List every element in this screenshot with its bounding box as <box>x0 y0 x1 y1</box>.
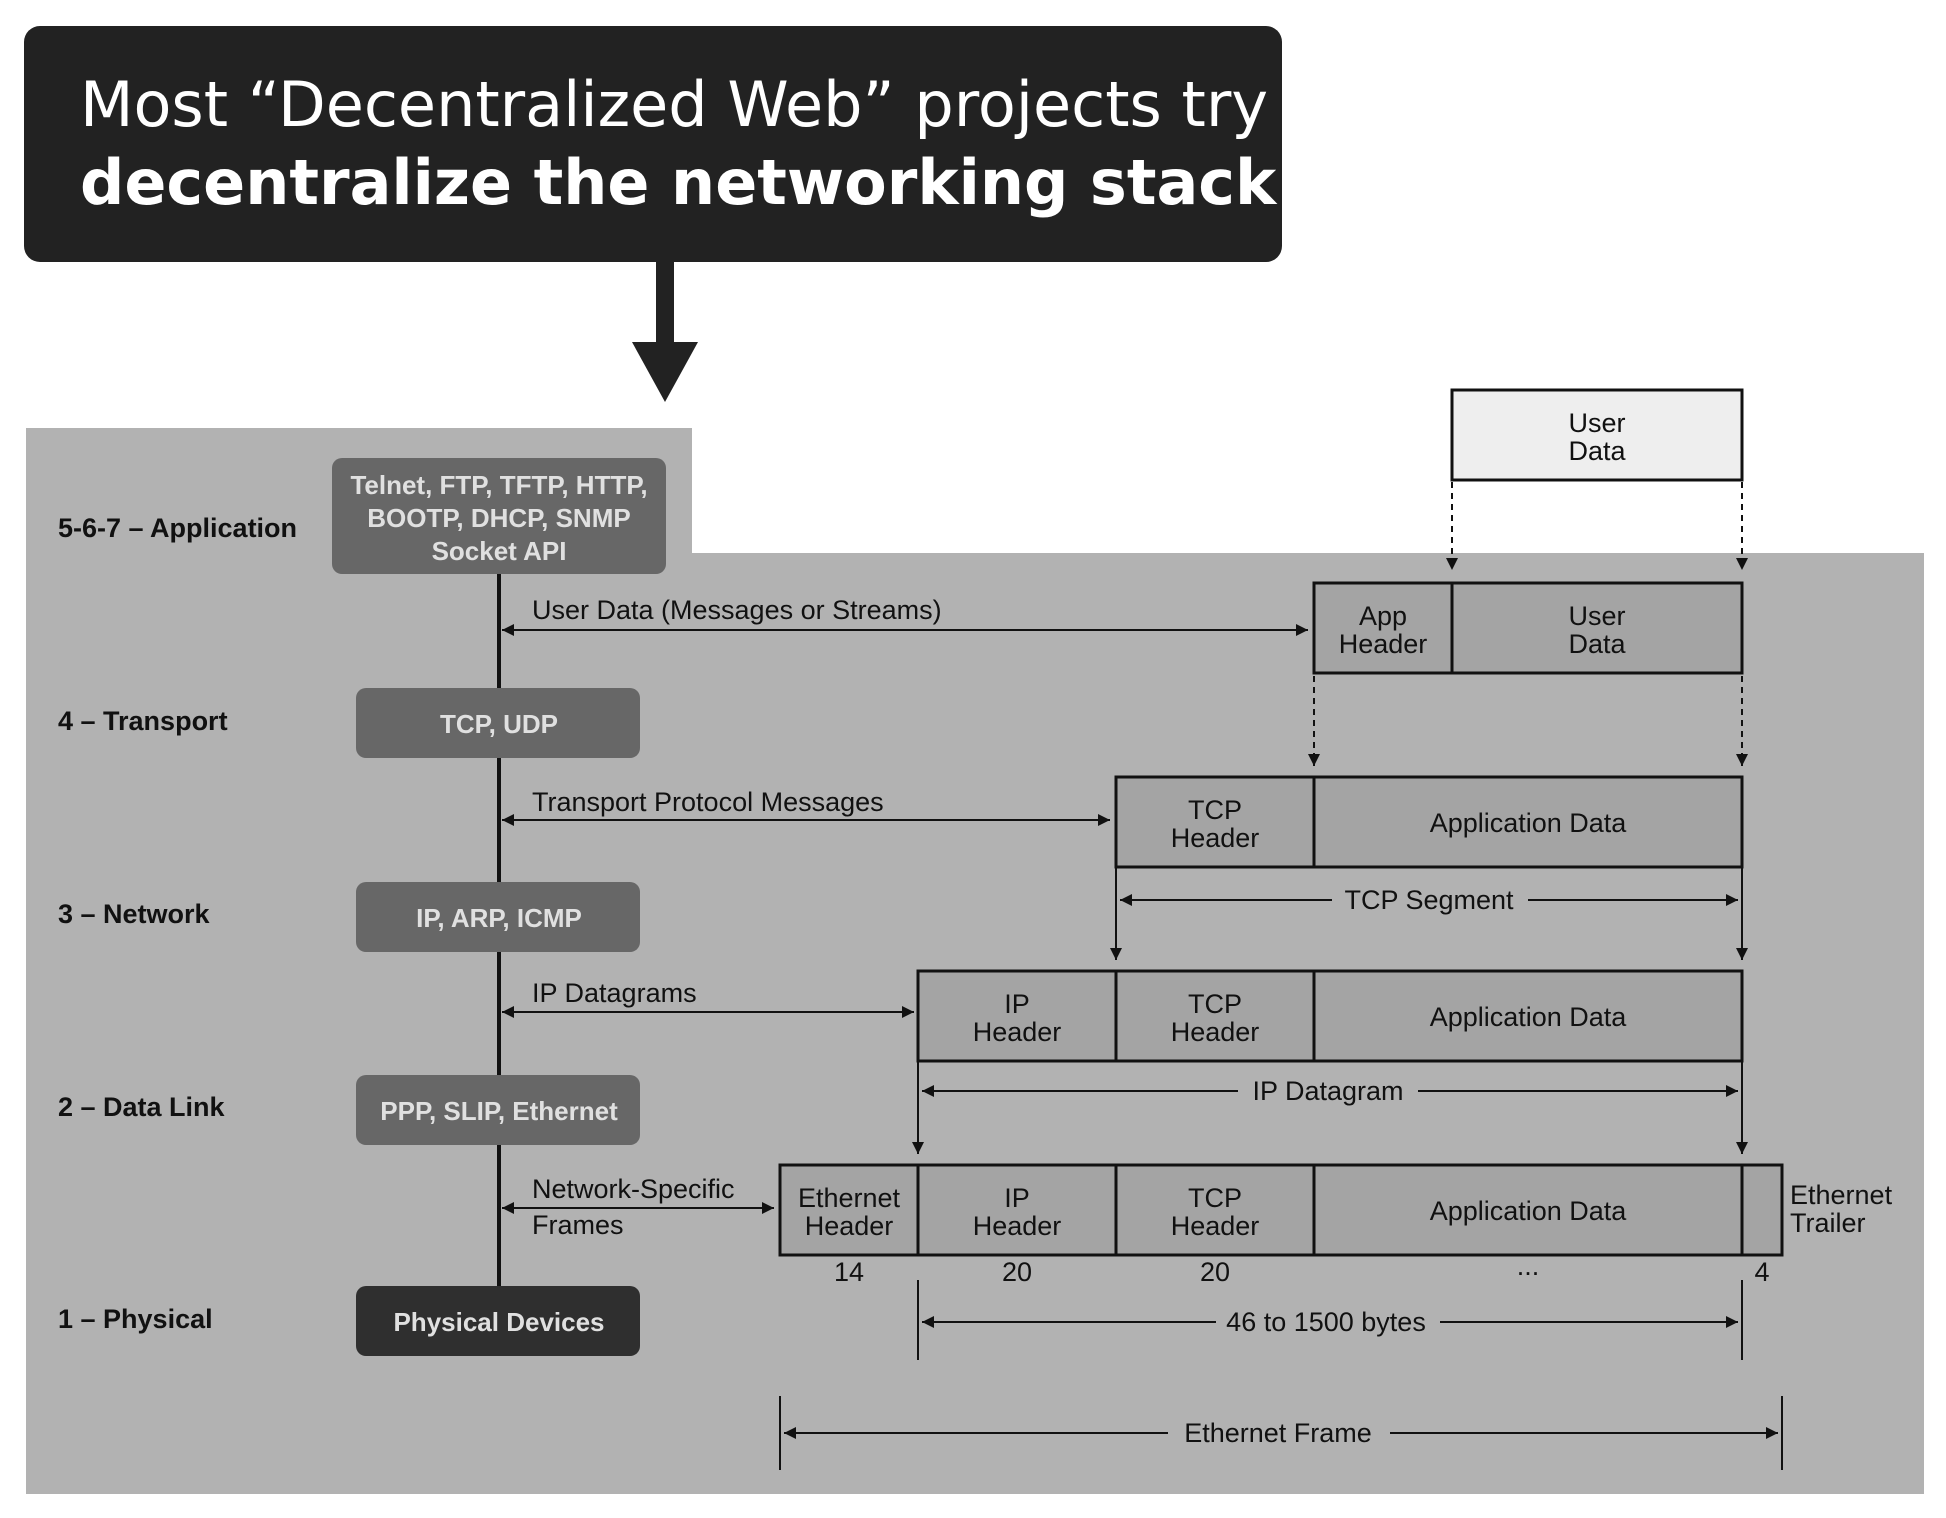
callout-line-1: Most “Decentralized Web” projects try to <box>80 68 1351 141</box>
user-data-line-1: User <box>1568 408 1625 438</box>
row1-user-data-line-1: User <box>1568 601 1625 631</box>
protocol-network-text: IP, ARP, ICMP <box>416 903 582 933</box>
protocol-physical-text: Physical Devices <box>393 1307 604 1337</box>
row2-application-data: Application Data <box>1430 808 1628 838</box>
row4-tcp-header-line-1: TCP <box>1188 1183 1242 1213</box>
row4-eth-header-line-1: Ethernet <box>798 1183 901 1213</box>
row2-tcp-header-line-1: TCP <box>1188 795 1242 825</box>
row3-tcp-header-line-2: Header <box>1171 1017 1260 1047</box>
row4-application-data: Application Data <box>1430 1196 1628 1226</box>
tcp-segment-row: TCP Header Application Data <box>1114 775 1744 869</box>
layer-physical: 1 – Physical <box>58 1304 213 1334</box>
ethernet-frame-label: Ethernet Frame <box>1184 1418 1372 1448</box>
layer-application: 5-6-7 – Application <box>58 513 297 543</box>
protocol-app-line-3: Socket API <box>432 536 567 566</box>
ip-datagram-row: IP Header TCP Header Application Data <box>916 969 1744 1063</box>
size-eth-header: 14 <box>834 1257 864 1287</box>
callout-banner: Most “Decentralized Web” projects try to… <box>24 26 1351 262</box>
message-network: IP Datagrams <box>502 978 914 1018</box>
app-header-line-2: Header <box>1339 629 1428 659</box>
size-ip-header: 20 <box>1002 1257 1032 1287</box>
layer-datalink: 2 – Data Link <box>58 1092 226 1122</box>
message-datalink: Network-Specific Frames <box>502 1174 774 1240</box>
protocol-app-line-1: Telnet, FTP, TFTP, HTTP, <box>350 470 647 500</box>
user-data-line-2: Data <box>1568 436 1626 466</box>
row3-ip-header-line-1: IP <box>1004 989 1030 1019</box>
layer-labels: 5-6-7 – Application 4 – Transport 3 – Ne… <box>58 513 297 1334</box>
message-transport-label: Transport Protocol Messages <box>532 787 884 817</box>
ethernet-frame-row: Ethernet Header IP Header TCP Header App… <box>778 1163 1893 1257</box>
row4-tcp-header-line-2: Header <box>1171 1211 1260 1241</box>
ip-datagram-label: IP Datagram <box>1252 1076 1403 1106</box>
message-network-label: IP Datagrams <box>532 978 697 1008</box>
size-trailer: 4 <box>1754 1257 1769 1287</box>
ethernet-frame-span: Ethernet Frame <box>779 1396 1783 1470</box>
layer-network: 3 – Network <box>58 899 211 929</box>
protocol-app-line-2: BOOTP, DHCP, SNMP <box>367 503 630 533</box>
tcp-segment-label: TCP Segment <box>1344 885 1514 915</box>
row4-ip-header-line-1: IP <box>1004 1183 1030 1213</box>
message-transport: Transport Protocol Messages <box>502 787 1110 826</box>
protocol-box-transport: TCP, UDP <box>356 688 640 758</box>
protocol-box-network: IP, ARP, ICMP <box>356 882 640 952</box>
message-datalink-label-1: Network-Specific <box>532 1174 735 1204</box>
row4-eth-header-line-2: Header <box>805 1211 894 1241</box>
user-data-block: User Data <box>1450 388 1744 482</box>
size-data: ... <box>1517 1251 1540 1281</box>
ethernet-trailer-line-1: Ethernet <box>1790 1180 1893 1210</box>
tcp-segment-span: TCP Segment <box>1120 885 1738 915</box>
protocol-transport-text: TCP, UDP <box>440 709 558 739</box>
protocol-datalink-text: PPP, SLIP, Ethernet <box>380 1096 618 1126</box>
row2-tcp-header-line-2: Header <box>1171 823 1260 853</box>
payload-span: 46 to 1500 bytes <box>917 1280 1743 1360</box>
message-datalink-label-2: Frames <box>532 1210 624 1240</box>
layer-transport: 4 – Transport <box>58 706 228 736</box>
payload-label: 46 to 1500 bytes <box>1226 1307 1426 1337</box>
callout-pointer-arrow <box>632 262 698 402</box>
message-app-label: User Data (Messages or Streams) <box>532 595 942 625</box>
protocol-box-application: Telnet, FTP, TFTP, HTTP, BOOTP, DHCP, SN… <box>332 458 666 574</box>
encapsulation-connectors <box>912 482 1748 1154</box>
ip-datagram-span: IP Datagram <box>922 1076 1738 1106</box>
row3-tcp-header-line-1: TCP <box>1188 989 1242 1019</box>
size-tcp-header: 20 <box>1200 1257 1230 1287</box>
field-sizes: 14 20 20 ... 4 <box>834 1251 1770 1287</box>
callout-line-2: decentralize the networking stack. <box>80 146 1300 219</box>
message-app: User Data (Messages or Streams) <box>502 595 1308 636</box>
row1-user-data-line-2: Data <box>1568 629 1626 659</box>
ethernet-trailer-line-2: Trailer <box>1790 1208 1866 1238</box>
app-message-row: App Header User Data <box>1312 581 1744 675</box>
protocol-box-datalink: PPP, SLIP, Ethernet <box>356 1075 640 1145</box>
row3-application-data: Application Data <box>1430 1002 1628 1032</box>
row4-ip-header-line-2: Header <box>973 1211 1062 1241</box>
app-header-line-1: App <box>1359 601 1407 631</box>
protocol-box-physical: Physical Devices <box>356 1286 640 1356</box>
row3-ip-header-line-2: Header <box>973 1017 1062 1047</box>
